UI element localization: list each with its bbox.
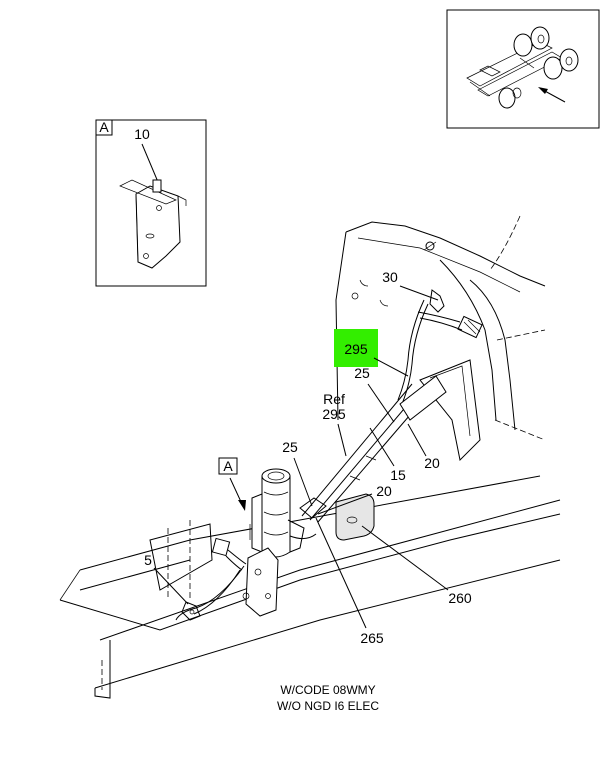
callout-295: 295 [344,341,368,357]
callout-265-group: 265 [315,517,384,646]
callout-25-lower: 25 [282,439,298,455]
callout-10: 10 [134,126,150,142]
main-view-label: A [223,458,233,474]
callout-265: 265 [360,630,384,646]
callout-30: 30 [382,269,398,285]
highlight-box [334,329,378,367]
truck-chassis-sketch [466,26,579,109]
callout-25-upper-group: 25 [354,365,395,423]
canister-cylinder [242,468,317,617]
callout-ref-295-group: Ref 295 [322,391,347,457]
fuel-line-tube [299,375,447,523]
bracket-detail-sketch [119,179,187,269]
callout-5-group: 5 [144,552,189,605]
callout-30-group: 30 [382,269,439,301]
arrow-icon [538,87,566,103]
cab-structure [335,215,546,462]
callout-295-highlight: 295 [334,329,409,377]
callout-260: 260 [448,590,472,606]
callout-15: 15 [390,467,406,483]
callout-260-group: 260 [361,525,472,606]
callout-5: 5 [144,552,152,568]
callout-20-right: 20 [424,455,440,471]
callout-15-group: 15 [369,427,406,483]
callout-ref-label: Ref [323,391,345,407]
harness-connector-sketch [397,289,483,405]
detail-view-a: A 10 [95,119,207,287]
diagram-caption: W/CODE 08WMY W/O NGD I6 ELEC [277,683,379,713]
callout-25-upper: 25 [354,365,370,381]
bracket-plate [335,493,375,541]
callout-20-lower: 20 [376,483,392,499]
detail-box-label: A [99,119,109,135]
callout-ref-295: 295 [322,406,346,422]
callout-20-right-group: 20 [407,423,440,471]
locator-inset [446,9,600,129]
view-a-pointer: A [218,457,246,511]
caption-line-2: W/O NGD I6 ELEC [277,699,379,713]
arrow-icon [238,500,246,511]
caption-line-1: W/CODE 08WMY [280,683,375,697]
callout-20-lower-group: 20 [317,483,392,515]
left-harness-sketch [175,537,247,621]
callout-25-lower-group: 25 [282,439,313,507]
frame-rail [59,475,561,699]
